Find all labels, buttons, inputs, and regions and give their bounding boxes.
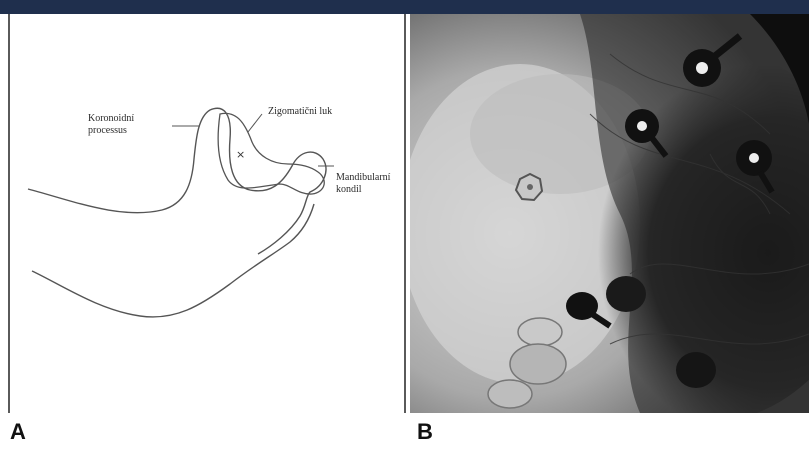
- xray-image-panel: [410, 14, 809, 413]
- figure-letter-a: A: [10, 419, 26, 445]
- mandible-lower-outline: [32, 204, 314, 317]
- zygomatic-arch-label: Zigomatični luk: [268, 106, 332, 118]
- mandible-outline-drawing: ×: [10, 14, 404, 413]
- coronoid-process-label: Koronoidní processus: [88, 113, 156, 137]
- xray-image: [410, 14, 809, 413]
- mandible-drawing-panel: × Koronoidní processus Zigomatični luk M…: [8, 14, 406, 413]
- center-marker: ×: [236, 148, 245, 161]
- mandibular-condyle-label: Mandibularní kondil: [336, 172, 400, 196]
- mandible-upper-outline: [28, 108, 326, 254]
- zygomatic-leader-line: [248, 114, 262, 132]
- top-border-bar: [0, 0, 809, 14]
- figure-letter-b: B: [417, 419, 433, 445]
- zygomatic-arch-outline: [218, 113, 324, 194]
